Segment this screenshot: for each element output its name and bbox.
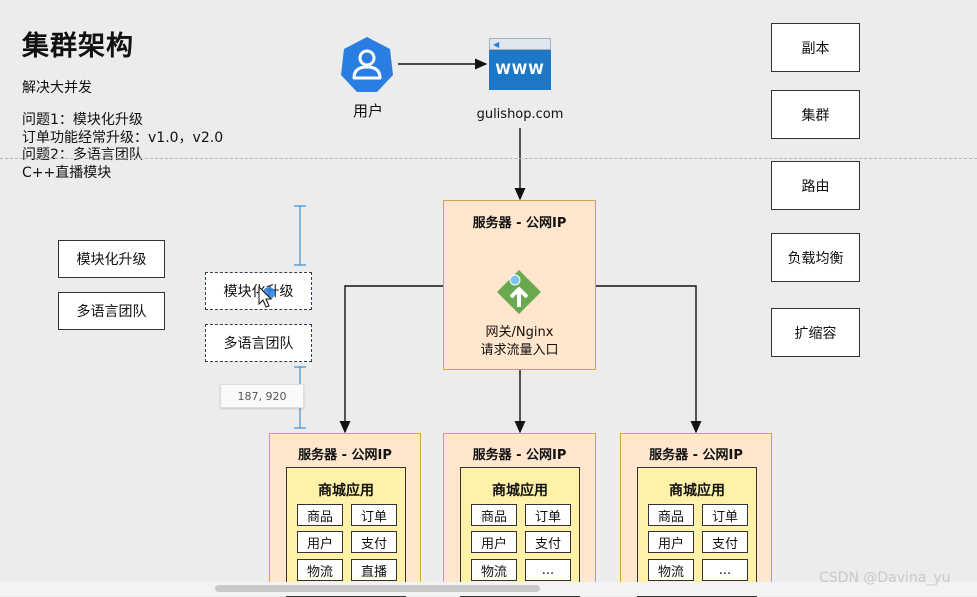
- app-server-2[interactable]: 服务器 - 公网IP 商城应用 商品 订单 用户 支付 物流 ...: [443, 433, 596, 597]
- scrollbar-thumb[interactable]: [215, 585, 540, 592]
- app-title: 商城应用: [669, 483, 725, 499]
- user-icon: [341, 37, 393, 92]
- arrow-gateway-to-server-1: [339, 285, 443, 434]
- browser-icon: ◀ WWW: [489, 38, 551, 90]
- module-cell[interactable]: 商品: [297, 504, 343, 526]
- gateway-server[interactable]: 服务器 - 公网IP 网关/Nginx 请求流量入口: [443, 200, 596, 370]
- gateway-description: 请求流量入口: [480, 343, 559, 358]
- domain-label: gulishop.com: [476, 107, 564, 122]
- module-cell[interactable]: 订单: [702, 504, 748, 526]
- module-cell[interactable]: ...: [702, 559, 748, 581]
- problem-line: 问题2：多语言团队: [22, 147, 143, 163]
- server-title: 服务器 - 公网IP: [472, 216, 567, 231]
- module-cell[interactable]: 直播: [351, 559, 397, 581]
- app-server-3[interactable]: 服务器 - 公网IP 商城应用 商品 订单 用户 支付 物流 ...: [620, 433, 772, 597]
- subtitle: 解决大并发: [22, 80, 92, 96]
- mall-app: 商城应用 商品 订单 用户 支付 物流 ...: [460, 467, 580, 597]
- box-modular-upgrade[interactable]: 模块化升级: [58, 240, 165, 278]
- problem-line: C++直播模块: [22, 164, 112, 181]
- browser-www-label: WWW: [489, 50, 551, 90]
- module-cell[interactable]: 商品: [648, 504, 694, 526]
- box-scaling[interactable]: 扩缩容: [771, 308, 860, 357]
- dashed-divider: [0, 158, 977, 159]
- mouse-cursor-icon: [258, 285, 275, 308]
- app-title: 商城应用: [318, 483, 374, 499]
- module-cell[interactable]: 支付: [702, 531, 748, 553]
- module-cell[interactable]: ...: [525, 559, 571, 581]
- gateway-icon: [497, 270, 541, 314]
- app-server-1[interactable]: 服务器 - 公网IP 商城应用 商品 订单 用户 支付 物流 直播: [269, 433, 421, 597]
- page-title: 集群架构: [22, 31, 134, 62]
- back-arrow-icon: ◀: [493, 40, 500, 49]
- server-title: 服务器 - 公网IP: [472, 448, 567, 463]
- box-replica[interactable]: 副本: [771, 23, 860, 72]
- module-cell[interactable]: 订单: [525, 504, 571, 526]
- app-title: 商城应用: [492, 483, 548, 499]
- box-routing[interactable]: 路由: [771, 161, 860, 210]
- box-multi-language-team-selected[interactable]: 多语言团队: [205, 324, 312, 362]
- mall-app: 商城应用 商品 订单 用户 支付 物流 直播: [286, 467, 406, 597]
- module-cell[interactable]: 用户: [648, 531, 694, 553]
- problem-line: 订单功能经常升级：v1.0，v2.0: [22, 129, 224, 146]
- module-cell[interactable]: 商品: [471, 504, 517, 526]
- module-cell[interactable]: 用户: [297, 531, 343, 553]
- gateway-name: 网关/Nginx: [485, 325, 554, 340]
- server-title: 服务器 - 公网IP: [298, 448, 392, 463]
- box-load-balancing[interactable]: 负载均衡: [771, 233, 860, 282]
- module-cell[interactable]: 订单: [351, 504, 397, 526]
- module-cell[interactable]: 支付: [525, 531, 571, 553]
- watermark: CSDN @Davina_yu: [819, 570, 951, 586]
- mall-app: 商城应用 商品 订单 用户 支付 物流 ...: [637, 467, 757, 597]
- server-title: 服务器 - 公网IP: [649, 448, 743, 463]
- module-cell[interactable]: 物流: [297, 559, 343, 581]
- module-cell[interactable]: 用户: [471, 531, 517, 553]
- problem-line: 问题1：模块化升级: [22, 112, 143, 128]
- arrow-gateway-to-server-3: [596, 285, 702, 434]
- box-cluster[interactable]: 集群: [771, 90, 860, 139]
- coordinate-tooltip: 187, 920: [220, 384, 304, 408]
- module-cell[interactable]: 支付: [351, 531, 397, 553]
- user-label: 用户: [352, 102, 383, 120]
- problem-list: 问题1：模块化升级 订单功能经常升级：v1.0，v2.0 问题2：多语言团队 C…: [22, 112, 223, 182]
- box-multi-language-team[interactable]: 多语言团队: [58, 292, 165, 330]
- module-cell[interactable]: 物流: [648, 559, 694, 581]
- module-cell[interactable]: 物流: [471, 559, 517, 581]
